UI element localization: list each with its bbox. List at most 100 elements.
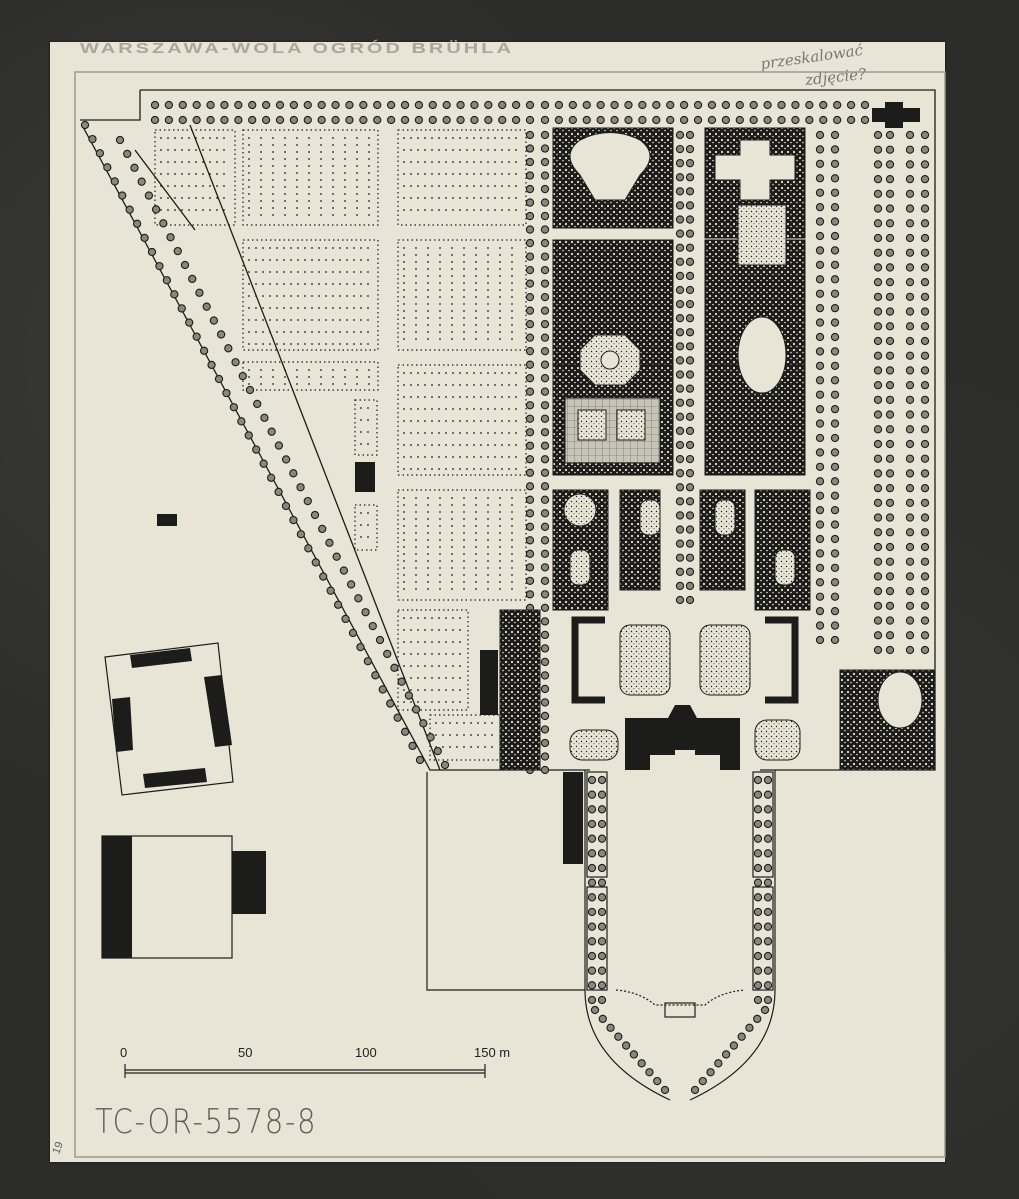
tree-symbol [596, 115, 605, 125]
tree-symbol [525, 100, 535, 110]
tree-symbol [873, 586, 883, 596]
tree-symbol [745, 1023, 754, 1032]
tree-symbol [266, 473, 276, 482]
tree-symbol [753, 907, 763, 917]
tree-symbol [331, 115, 340, 125]
tree-symbol [920, 277, 930, 287]
tree-symbol [760, 1005, 770, 1015]
tree-symbol [815, 621, 825, 630]
tree-symbol [777, 100, 786, 110]
tree-symbol [815, 275, 825, 284]
tree-symbol [456, 100, 465, 110]
orchard-plot [242, 239, 379, 351]
tree-symbol [905, 145, 915, 154]
tree-symbol [830, 592, 840, 601]
tree-symbol [202, 302, 211, 311]
tree-symbol [685, 525, 695, 534]
tree-symbol [525, 522, 535, 531]
tree-symbol [373, 115, 382, 125]
tree-symbol [597, 966, 607, 975]
tree-symbol [905, 410, 915, 419]
tree-symbol [130, 163, 139, 172]
tree-symbol [325, 538, 334, 547]
tree-symbol [296, 483, 305, 492]
tree-symbol [103, 163, 112, 172]
house-wing [102, 836, 132, 958]
tree-symbol [685, 342, 695, 351]
tree-symbol [830, 606, 840, 616]
tree-symbol [162, 276, 172, 285]
tree-symbol [920, 204, 930, 213]
tree-symbol [920, 160, 930, 169]
tree-symbol [624, 100, 633, 110]
tree-symbol [885, 557, 895, 566]
tree-symbol [170, 290, 179, 299]
small-bed [639, 499, 661, 536]
tree-symbol [498, 115, 507, 125]
tree-symbol [885, 425, 895, 434]
outbuilding [480, 650, 498, 715]
tree-symbol [815, 332, 825, 342]
tree-symbol [597, 775, 607, 785]
tree-symbol [303, 496, 312, 506]
tree-symbol [815, 477, 825, 486]
orchard-plot [354, 504, 378, 551]
tree-symbol [873, 263, 883, 272]
tree-symbol [525, 509, 535, 518]
tree-symbol [540, 401, 550, 410]
tree-symbol [525, 306, 535, 315]
tree-symbol [540, 387, 550, 396]
tree-symbol [621, 1041, 631, 1050]
tree-symbol [685, 144, 695, 154]
tree-symbol [763, 819, 773, 829]
forecourt-bed [754, 719, 801, 761]
tree-symbol [540, 468, 550, 477]
avenue-right [689, 770, 776, 1101]
avenue-bed [586, 771, 608, 878]
tree-symbol [920, 380, 930, 390]
tree-symbol [830, 491, 840, 500]
tree-symbol [317, 115, 326, 125]
tree-symbol [525, 238, 535, 248]
tree-symbol [920, 248, 930, 257]
tree-symbol [540, 292, 550, 302]
tree-symbol [498, 100, 507, 110]
tree-symbol [815, 174, 825, 183]
tree-symbol [920, 586, 930, 596]
tree-symbol [525, 225, 535, 234]
tree-symbol [753, 790, 763, 799]
tree-symbol [675, 144, 685, 154]
tree-symbol [830, 505, 840, 515]
tree-symbol [833, 115, 842, 125]
tree-symbol [885, 454, 895, 463]
tree-symbol [511, 115, 521, 125]
tree-symbol [675, 398, 685, 407]
tree-symbol [815, 390, 825, 399]
tree-symbol [830, 303, 840, 313]
tree-symbol [685, 398, 695, 407]
tree-symbol [568, 100, 577, 110]
tree-symbol [525, 563, 535, 572]
tree-symbol [685, 370, 695, 379]
tree-symbol [540, 644, 550, 653]
tree-symbol [815, 246, 825, 255]
tree-symbol [885, 542, 895, 552]
tree-symbol [885, 277, 895, 287]
tree-symbol [920, 454, 930, 463]
tree-symbol [885, 410, 895, 419]
tree-symbol [873, 292, 883, 302]
tree-symbol [525, 292, 535, 302]
tree-symbol [685, 539, 695, 548]
tree-symbol [753, 849, 763, 858]
tree-symbol [873, 469, 883, 478]
tree-symbol [830, 419, 840, 428]
tree-symbol [905, 513, 915, 522]
tree-symbol [540, 455, 550, 464]
tree-symbol [192, 332, 201, 341]
tree-symbol [920, 410, 930, 419]
tree-symbol [554, 100, 564, 110]
palace [625, 705, 740, 770]
tree-symbol [540, 115, 550, 125]
orchard-plot [354, 399, 378, 456]
tree-symbol [763, 922, 773, 931]
